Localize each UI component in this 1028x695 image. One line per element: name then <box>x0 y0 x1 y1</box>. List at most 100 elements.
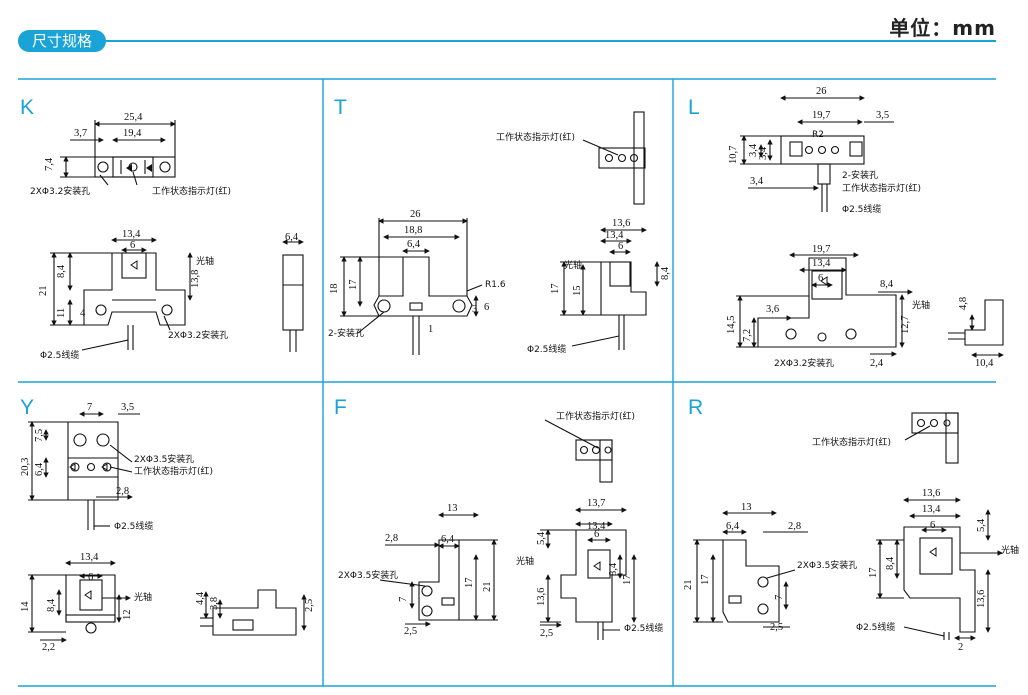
svg-text:21: 21 <box>482 582 493 593</box>
svg-text:6: 6 <box>594 529 599 540</box>
svg-text:13,4: 13,4 <box>605 230 624 241</box>
svg-text:20,3: 20,3 <box>20 458 31 476</box>
svg-text:17: 17 <box>550 284 561 295</box>
svg-text:17: 17 <box>868 568 879 579</box>
svg-text:10,7: 10,7 <box>728 146 739 164</box>
svg-text:2,5: 2,5 <box>770 622 783 633</box>
svg-text:Φ2.5线缆: Φ2.5线缆 <box>527 343 566 355</box>
drawing-t <box>340 111 660 355</box>
svg-text:4,8: 4,8 <box>958 297 969 310</box>
svg-text:8,4: 8,4 <box>885 556 896 570</box>
svg-text:7,2: 7,2 <box>742 329 753 342</box>
svg-text:4: 4 <box>80 308 86 319</box>
svg-text:6,4: 6,4 <box>726 521 740 532</box>
svg-text:3,4: 3,4 <box>758 146 769 160</box>
svg-text:3,6: 3,6 <box>766 304 779 315</box>
svg-text:13: 13 <box>447 503 458 514</box>
svg-text:13,4: 13,4 <box>587 521 606 532</box>
drawing-r <box>693 412 1003 641</box>
arrows-k <box>126 164 152 270</box>
svg-text:2,5: 2,5 <box>404 626 417 637</box>
svg-text:7: 7 <box>774 595 785 600</box>
svg-text:光轴: 光轴 <box>912 299 930 311</box>
svg-text:光轴: 光轴 <box>516 555 534 567</box>
svg-text:19,7: 19,7 <box>812 110 830 121</box>
svg-text:13,4: 13,4 <box>122 229 141 240</box>
svg-text:17: 17 <box>700 575 711 586</box>
svg-text:25,4: 25,4 <box>124 112 143 123</box>
svg-text:2,8: 2,8 <box>385 533 398 544</box>
svg-text:18: 18 <box>329 284 340 295</box>
svg-text:13,8: 13,8 <box>190 270 201 288</box>
cell-letter-y: Y <box>20 396 35 419</box>
svg-text:2,8: 2,8 <box>788 521 801 532</box>
drawing-f <box>379 419 637 640</box>
svg-text:6: 6 <box>618 241 623 252</box>
drawing-k <box>50 120 304 352</box>
svg-text:10,4: 10,4 <box>975 358 994 369</box>
svg-text:19,7: 19,7 <box>812 244 830 255</box>
svg-text:12: 12 <box>122 610 133 621</box>
svg-text:13,6: 13,6 <box>536 588 547 606</box>
svg-text:光轴: 光轴 <box>1001 544 1019 556</box>
svg-text:Φ2.5线缆: Φ2.5线缆 <box>624 622 663 634</box>
header-rule <box>106 40 996 42</box>
svg-text:6,4: 6,4 <box>34 462 45 476</box>
svg-text:18,8: 18,8 <box>404 225 422 236</box>
svg-text:6: 6 <box>484 302 489 313</box>
svg-text:13: 13 <box>741 502 752 513</box>
svg-text:6,4: 6,4 <box>441 534 455 545</box>
svg-text:17: 17 <box>464 578 475 589</box>
svg-text:Φ2.5线缆: Φ2.5线缆 <box>114 520 153 532</box>
drawing-y <box>28 411 307 643</box>
svg-text:26: 26 <box>816 86 827 97</box>
svg-text:6,4: 6,4 <box>285 232 299 243</box>
svg-text:6: 6 <box>930 520 935 531</box>
svg-text:21: 21 <box>38 286 49 297</box>
svg-text:3,4: 3,4 <box>748 143 759 157</box>
section-title-badge: 尺寸规格 <box>18 30 106 52</box>
cell-letter-l: L <box>688 96 700 119</box>
svg-text:14,5: 14,5 <box>726 316 737 334</box>
svg-text:5,4: 5,4 <box>976 518 987 532</box>
cell-letter-r: R <box>688 396 704 419</box>
svg-text:工作状态指示灯(红): 工作状态指示灯(红) <box>812 436 891 448</box>
svg-text:Φ2.5线缆: Φ2.5线缆 <box>40 349 79 361</box>
svg-text:17: 17 <box>348 280 359 291</box>
svg-text:13,6: 13,6 <box>922 488 940 499</box>
svg-text:26: 26 <box>410 209 421 220</box>
svg-text:光轴: 光轴 <box>196 255 214 267</box>
svg-text:工作状态指示灯(红): 工作状态指示灯(红) <box>152 185 231 197</box>
svg-text:6,4: 6,4 <box>407 239 421 250</box>
svg-text:工作状态指示灯(红): 工作状态指示灯(红) <box>842 182 921 194</box>
svg-text:8,4: 8,4 <box>880 279 894 290</box>
svg-text:1: 1 <box>428 324 433 335</box>
svg-text:3,5: 3,5 <box>876 110 889 121</box>
svg-text:3: 3 <box>472 304 477 315</box>
svg-text:工作状态指示灯(红): 工作状态指示灯(红) <box>134 465 213 477</box>
svg-text:13,4: 13,4 <box>922 504 941 515</box>
svg-text:2XΦ3.5安装孔: 2XΦ3.5安装孔 <box>338 569 398 581</box>
cell-letter-t: T <box>334 96 347 119</box>
svg-text:2XΦ3.2安装孔: 2XΦ3.2安装孔 <box>30 185 90 197</box>
svg-text:工作状态指示灯(红): 工作状态指示灯(红) <box>556 410 635 422</box>
svg-text:3,5: 3,5 <box>121 402 134 413</box>
svg-text:8,4: 8,4 <box>46 598 57 612</box>
cell-letter-k: K <box>20 96 35 119</box>
svg-text:6: 6 <box>818 273 823 284</box>
svg-text:4,4: 4,4 <box>195 591 206 605</box>
svg-text:6: 6 <box>130 240 135 251</box>
svg-text:2,2: 2,2 <box>42 642 55 653</box>
svg-text:R1.6: R1.6 <box>485 280 506 290</box>
svg-text:8,4: 8,4 <box>608 562 619 576</box>
svg-text:11: 11 <box>56 308 67 318</box>
svg-text:3,8: 3,8 <box>209 597 220 610</box>
svg-text:2,8: 2,8 <box>116 486 129 497</box>
svg-text:7,5: 7,5 <box>34 429 45 442</box>
svg-text:13,6: 13,6 <box>976 590 987 608</box>
svg-text:2,5: 2,5 <box>540 628 553 639</box>
svg-text:6: 6 <box>88 572 93 583</box>
svg-text:3,4: 3,4 <box>750 176 764 187</box>
svg-text:2XΦ3.2安装孔: 2XΦ3.2安装孔 <box>774 357 834 369</box>
